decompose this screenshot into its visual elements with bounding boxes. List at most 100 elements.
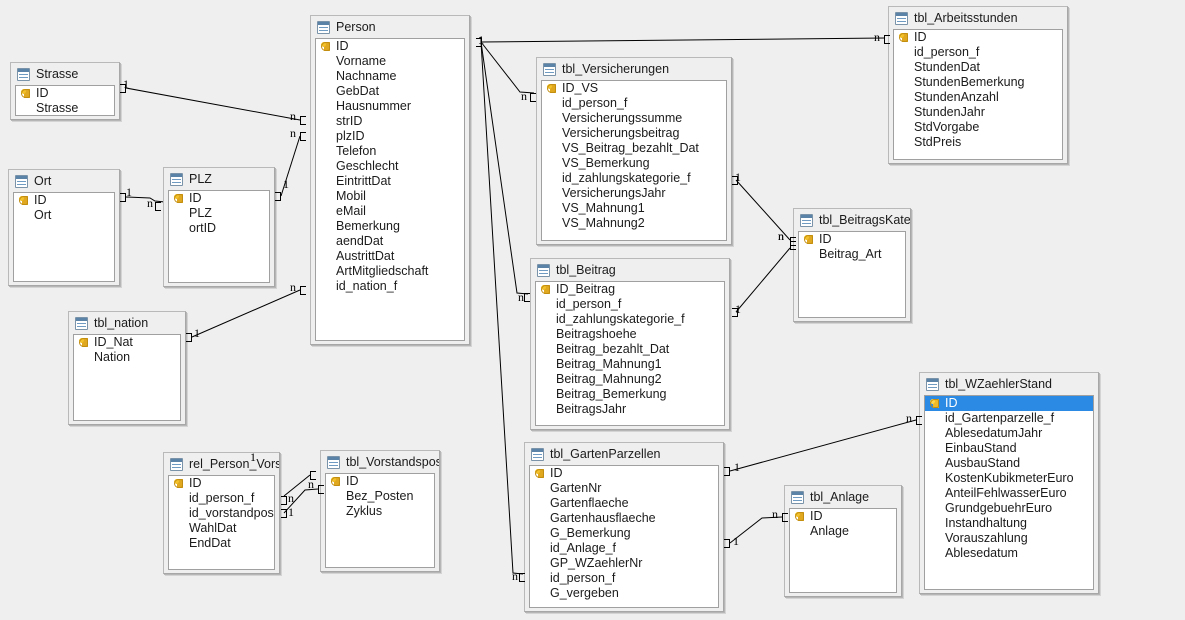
field-row[interactable]: GebDat (336, 84, 380, 98)
field-row[interactable]: ID (326, 474, 434, 489)
field-row[interactable]: Bez_Posten (346, 489, 414, 503)
field-row[interactable]: ID_Nat (74, 335, 180, 350)
field-row[interactable]: ID (530, 466, 718, 481)
field-row[interactable]: id_person_f (550, 571, 616, 585)
field-row[interactable]: id_Gartenparzelle_f (945, 411, 1055, 425)
relationship-line-r5[interactable] (480, 37, 886, 43)
field-row[interactable]: Beitragshoehe (556, 327, 637, 341)
field-row[interactable]: Beitrag_Mahnung2 (556, 372, 662, 386)
field-row[interactable]: VS_Mahnung1 (562, 201, 645, 215)
relationship-line-r8[interactable] (480, 41, 524, 575)
field-row[interactable]: GartenNr (550, 481, 602, 495)
field-row[interactable]: id_zahlungskategorie_f (556, 312, 685, 326)
field-row[interactable]: VS_Bemerkung (562, 156, 650, 170)
field-row[interactable]: Anlage (810, 524, 849, 538)
field-row[interactable]: ortID (189, 221, 217, 235)
field-row[interactable]: id_person_f (189, 491, 255, 505)
field-row[interactable]: StundenDat (914, 60, 981, 74)
table-title-bar[interactable]: Ort (9, 170, 119, 192)
table-title-bar[interactable]: tbl_Versicherungen (537, 58, 731, 80)
field-row[interactable]: WahlDat (189, 521, 237, 535)
field-row[interactable]: strID (336, 114, 363, 128)
field-row[interactable]: G_vergeben (550, 586, 619, 600)
field-row[interactable]: AblesedatumJahr (945, 426, 1043, 440)
table-title-bar[interactable]: tbl_GartenParzellen (525, 443, 723, 465)
field-row[interactable]: ID_Beitrag (536, 282, 724, 297)
field-row[interactable]: id_Anlage_f (550, 541, 617, 555)
field-row[interactable]: id_vorstandposte (189, 506, 274, 520)
relationship-line-r11[interactable] (729, 419, 917, 472)
field-row[interactable]: Ablesedatum (945, 546, 1018, 560)
field-row[interactable]: Gartenflaeche (550, 496, 629, 510)
field-row[interactable]: Nachname (336, 69, 397, 83)
field-row[interactable]: Beitrag_Art (819, 247, 882, 261)
field-row[interactable]: plzID (336, 129, 365, 143)
field-row[interactable]: Beitrag_Bemerkung (556, 387, 667, 401)
relationship-line-r10[interactable] (735, 247, 791, 313)
table-title-bar[interactable]: tbl_Vorstandspos (321, 451, 439, 473)
field-row[interactable]: ArtMitgliedschaft (336, 264, 429, 278)
field-row[interactable]: StundenAnzahl (914, 90, 999, 104)
table-title-bar[interactable]: tbl_nation (69, 312, 185, 334)
field-row[interactable]: Beitrag_Mahnung1 (556, 357, 662, 371)
field-list[interactable]: IDid_person_fid_vorstandposteWahlDatEndD… (168, 475, 275, 570)
field-row[interactable]: StdVorgabe (914, 120, 980, 134)
field-row[interactable]: aendDat (336, 234, 384, 248)
field-row[interactable]: AnteilFehlwasserEuro (945, 486, 1067, 500)
table-title-bar[interactable]: tbl_Arbeitsstunden (889, 7, 1067, 29)
field-row[interactable]: Strasse (36, 101, 79, 115)
field-row[interactable]: PLZ (189, 206, 212, 220)
field-row[interactable]: ID_VS (542, 81, 726, 96)
table-title-bar[interactable]: PLZ (164, 168, 274, 190)
field-row[interactable]: id_person_f (562, 96, 628, 110)
field-row[interactable]: id_nation_f (336, 279, 398, 293)
field-row[interactable]: Ort (34, 208, 52, 222)
field-row[interactable]: GrundgebuehrEuro (945, 501, 1053, 515)
field-row[interactable]: ID (894, 30, 1062, 45)
field-row[interactable]: Instandhaltung (945, 516, 1028, 530)
field-row[interactable]: Mobil (336, 189, 366, 203)
field-row[interactable]: eMail (336, 204, 366, 218)
field-row[interactable]: G_Bemerkung (550, 526, 631, 540)
field-row[interactable]: Vorname (336, 54, 387, 68)
field-row[interactable]: Geschlecht (336, 159, 399, 173)
field-row[interactable]: ID (925, 396, 1093, 411)
field-row[interactable]: Vorauszahlung (945, 531, 1028, 545)
field-row[interactable]: ID (790, 509, 896, 524)
field-row[interactable]: ID (169, 191, 269, 206)
field-row[interactable]: StdPreis (914, 135, 962, 149)
field-row[interactable]: id_zahlungskategorie_f (562, 171, 691, 185)
field-row[interactable]: Nation (94, 350, 131, 364)
field-row[interactable]: EintrittDat (336, 174, 391, 188)
field-row[interactable]: id_person_f (914, 45, 980, 59)
field-row[interactable]: StundenBemerkung (914, 75, 1025, 89)
field-row[interactable]: ID (169, 476, 274, 491)
field-row[interactable]: Beitrag_bezahlt_Dat (556, 342, 670, 356)
table-title-bar[interactable]: tbl_BeitragsKateg (794, 209, 910, 231)
field-row[interactable]: AusbauStand (945, 456, 1021, 470)
table-title-bar[interactable]: tbl_Beitrag (531, 259, 729, 281)
field-row[interactable]: Versicherungssumme (562, 111, 683, 125)
field-row[interactable]: VS_Mahnung2 (562, 216, 645, 230)
field-row[interactable]: Zyklus (346, 504, 383, 518)
table-window-rel_person_vorstand[interactable]: rel_Person_VorstaIDid_person_fid_vorstan… (163, 452, 280, 574)
table-title-bar[interactable]: Person (311, 16, 469, 38)
field-row[interactable]: StundenJahr (914, 105, 985, 119)
